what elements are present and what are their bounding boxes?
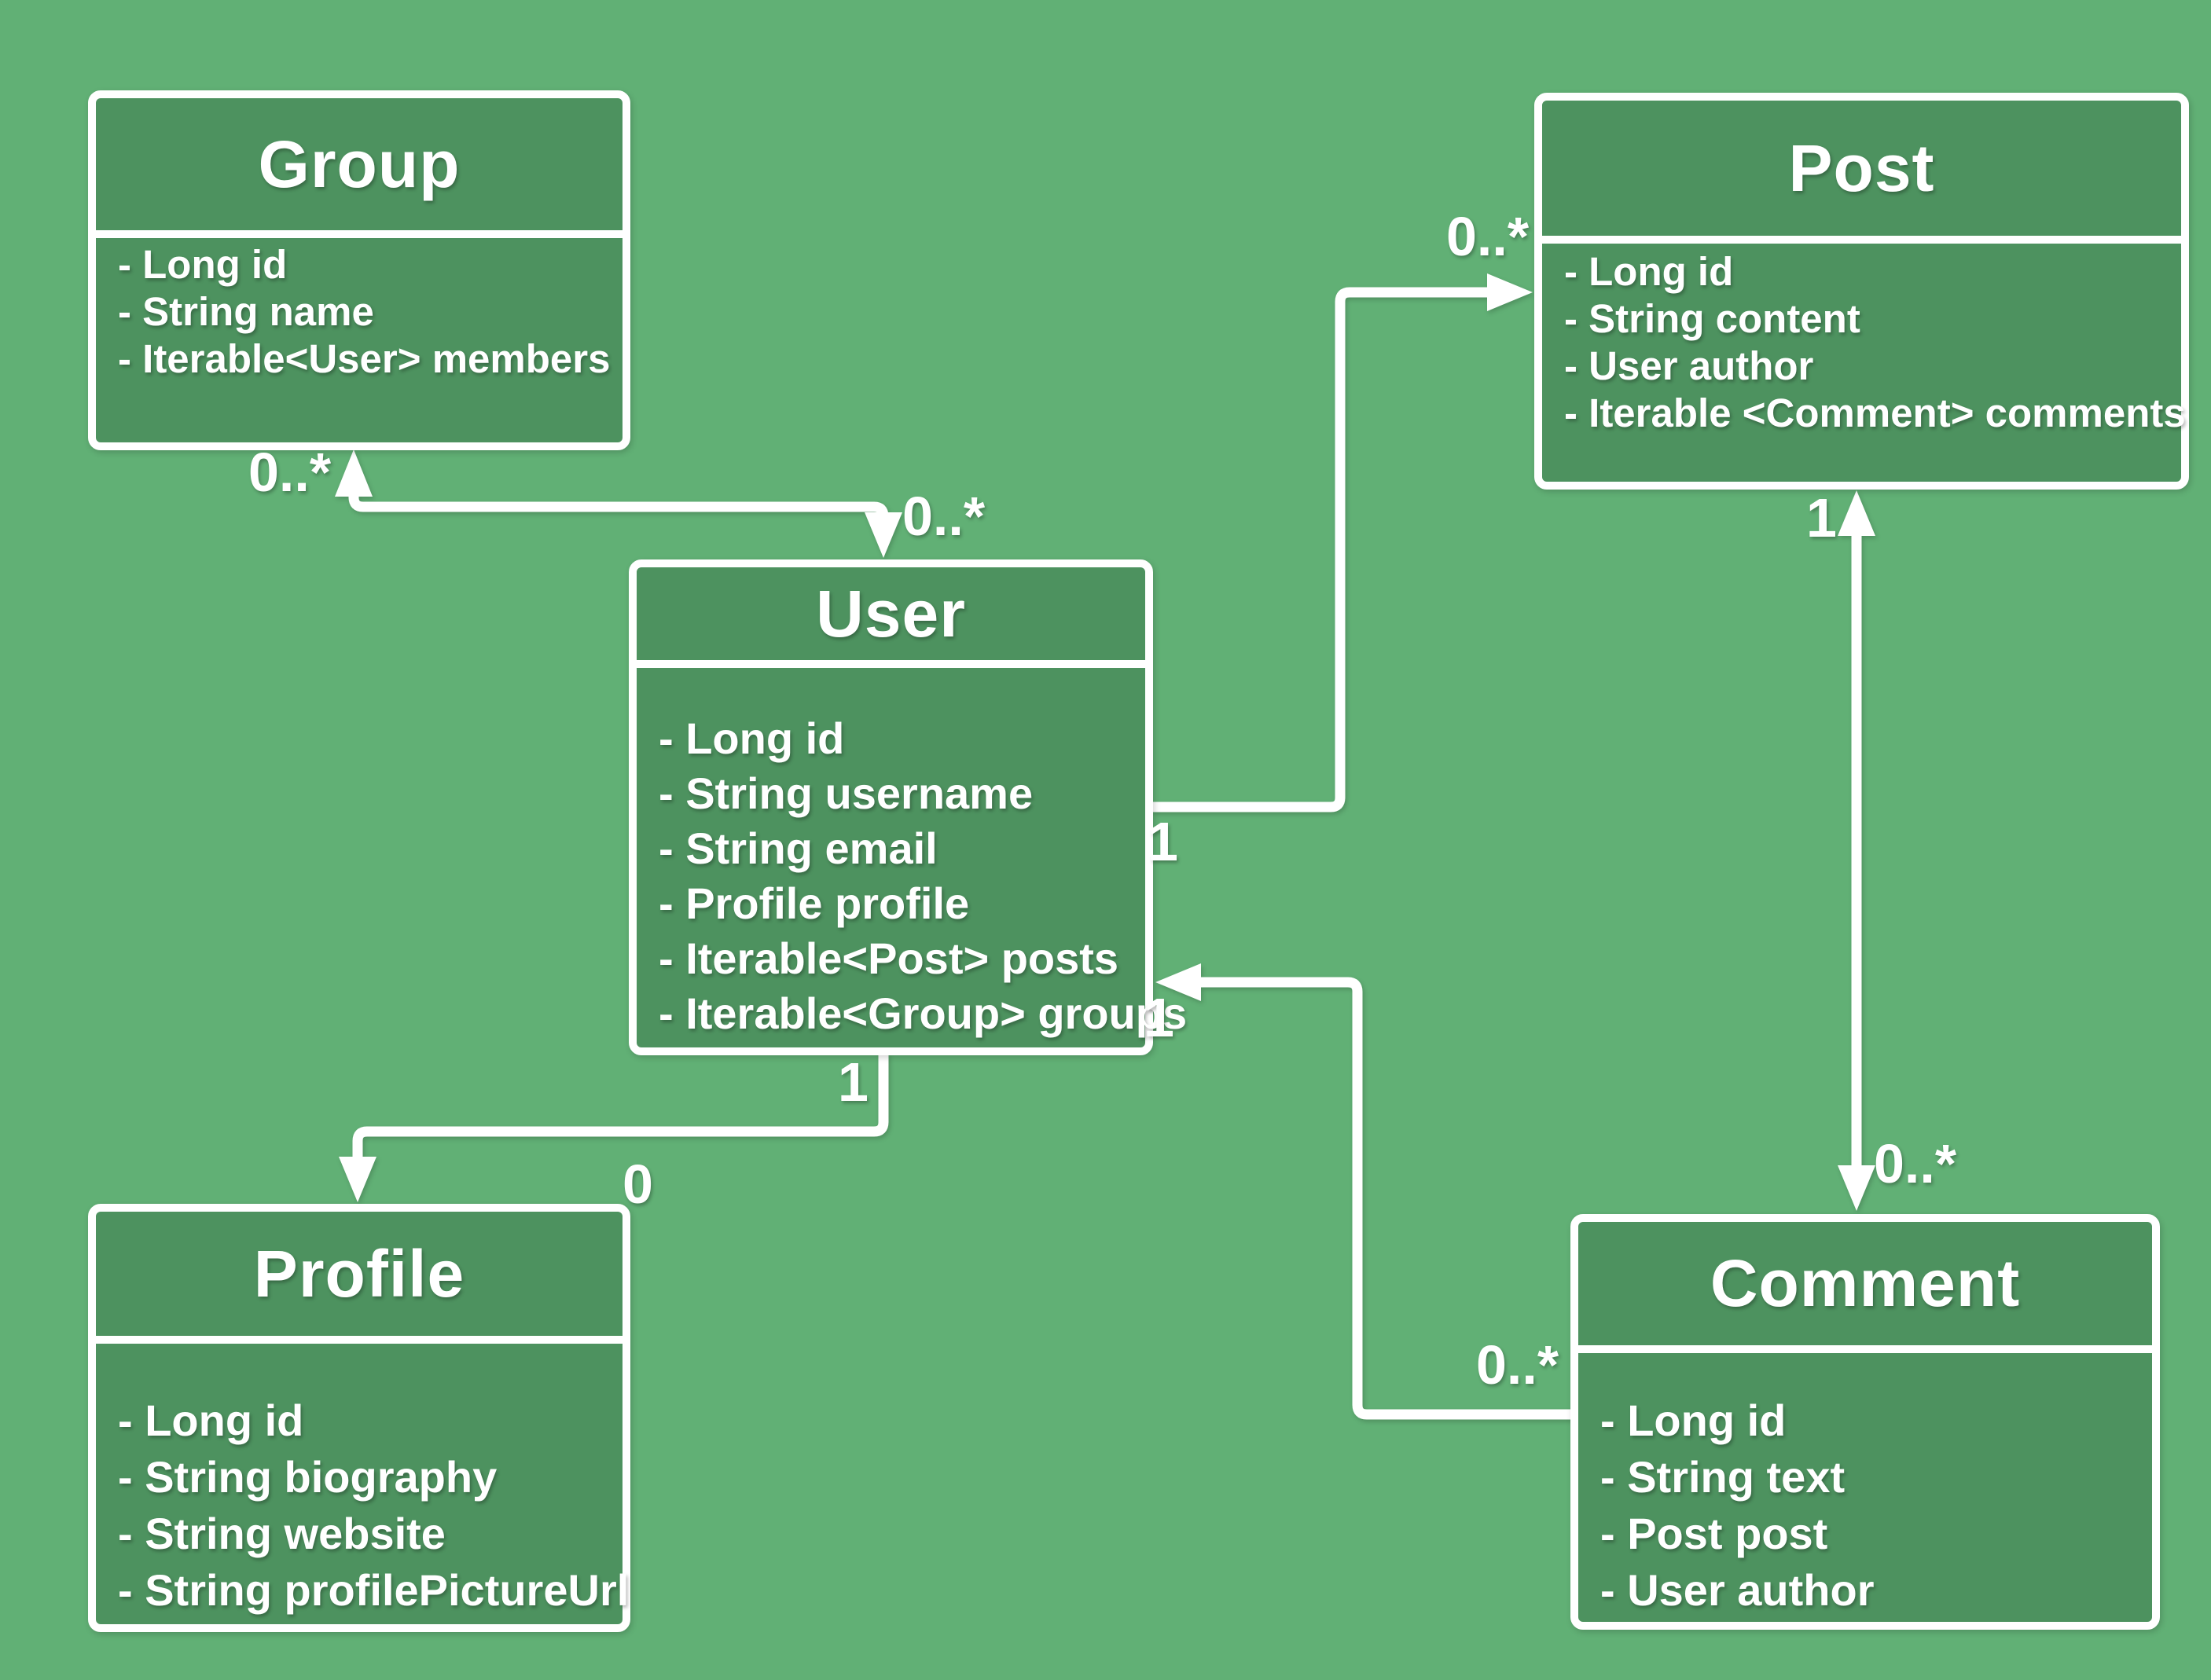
- class-attribute: - Long id: [118, 242, 288, 287]
- arrowhead-into-profile: [339, 1157, 376, 1202]
- class-attribute: - User author: [1600, 1565, 1875, 1615]
- class-attribute: - Iterable<Group> groups: [659, 989, 1188, 1038]
- arrowhead-into-post-bottom: [1838, 490, 1875, 536]
- class-box-profile: Profile - Long id - String biography - Str…: [88, 1204, 630, 1632]
- class-attribute: - String text: [1600, 1452, 1846, 1502]
- arrowhead-into-post: [1487, 273, 1533, 311]
- class-attribute: - Long id: [1564, 249, 1734, 294]
- multiplicity-user-end-of-post: 1: [1148, 811, 1178, 872]
- multiplicity-user-end-of-profile: 1: [838, 1051, 869, 1113]
- multiplicity-comment-end-of-user: 0..*: [1476, 1334, 1559, 1396]
- multiplicity-post-end: 0..*: [1446, 206, 1530, 267]
- class-attributes-user: - Long id- String username- String email…: [637, 668, 1188, 1041]
- class-attribute: - Long id: [659, 713, 845, 763]
- class-attribute: - Iterable <Comment> comments: [1564, 391, 2186, 435]
- arrowhead-into-user-right: [1155, 963, 1201, 1001]
- multiplicity-group-end: 0..*: [248, 442, 332, 503]
- connector-user-post: [1151, 287, 1492, 812]
- multiplicity-comment-end-of-post: 0..*: [1874, 1133, 1957, 1194]
- class-attribute: - String biography: [118, 1452, 498, 1502]
- class-title-group: Group: [96, 98, 623, 238]
- multiplicity-profile-end: 0: [623, 1154, 653, 1215]
- arrowhead-into-group: [335, 449, 373, 497]
- multiplicity-user-end-of-comment: 1: [1144, 987, 1174, 1048]
- class-attribute: - String name: [118, 289, 374, 334]
- arrowhead-into-user-top: [865, 512, 902, 558]
- class-attribute: - Post post: [1600, 1509, 1828, 1558]
- class-attribute: - Iterable<User> members: [118, 336, 611, 381]
- class-attribute: - String content: [1564, 296, 1860, 341]
- connector-comment-user: [1196, 977, 1572, 1420]
- class-attributes-profile: - Long id - String biography - String webs…: [96, 1344, 630, 1619]
- connector-group-user: [348, 486, 889, 525]
- class-title-comment: Comment: [1578, 1222, 2152, 1353]
- class-box-post: Post - Long id- String content- User aut…: [1534, 93, 2189, 490]
- class-box-group: Group - Long id- String name- Iterable<U…: [88, 90, 630, 450]
- class-attribute: - String username: [659, 768, 1034, 818]
- multiplicity-user-end-of-group: 0..*: [902, 486, 986, 547]
- class-attribute: - String email: [659, 823, 938, 873]
- connector-user-profile: [352, 1054, 889, 1165]
- class-box-user: User - Long id- String username- String …: [629, 559, 1188, 1055]
- class-box-comment: Comment - Long id - String text - Post pos…: [1570, 1214, 2160, 1630]
- class-title-post: Post: [1542, 101, 2181, 244]
- class-attribute: - Iterable<Post> posts: [659, 934, 1119, 983]
- class-attributes-group: - Long id- String name- Iterable<User> m…: [96, 238, 623, 383]
- class-title-user: User: [637, 567, 1145, 668]
- class-attribute: - Long id: [118, 1396, 304, 1445]
- class-attribute: - Profile profile: [659, 879, 970, 928]
- class-attribute: - String profilePictureUrl: [118, 1565, 630, 1615]
- class-attributes-post: - Long id- String content- User author- …: [1542, 244, 2186, 437]
- multiplicity-post-end-of-comment: 1: [1806, 487, 1837, 548]
- arrowhead-into-comment-top: [1838, 1165, 1875, 1211]
- class-attribute: - String website: [118, 1509, 446, 1558]
- class-attribute: - Long id: [1600, 1396, 1787, 1445]
- class-attributes-comment: - Long id - String text - Post post - User …: [1578, 1353, 2152, 1619]
- class-title-profile: Profile: [96, 1212, 623, 1344]
- class-attribute: - User author: [1564, 343, 1814, 388]
